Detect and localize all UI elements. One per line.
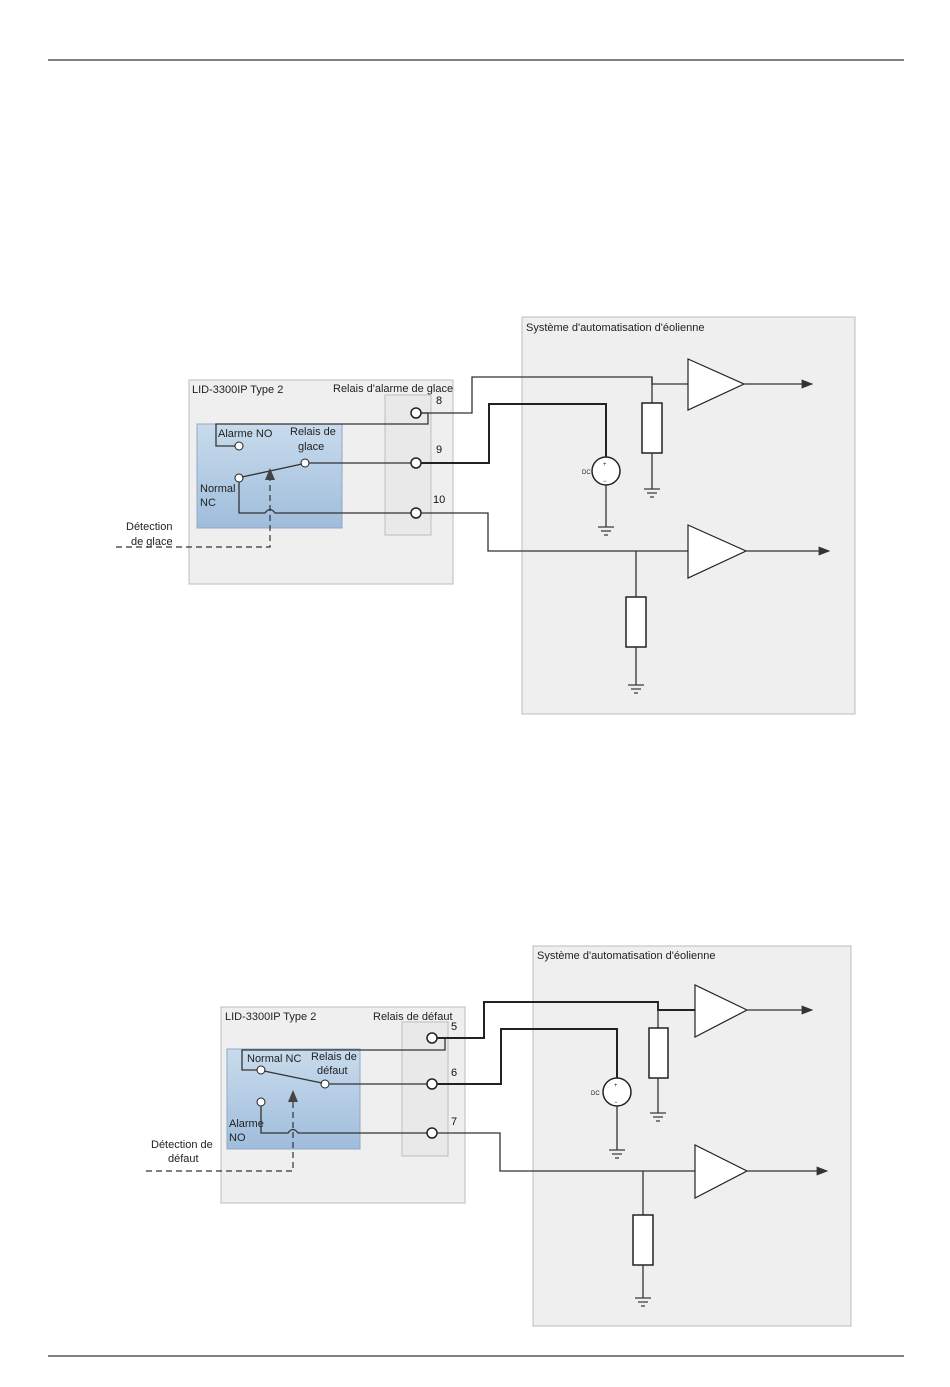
contact-no-line2-2: NO [229,1132,246,1144]
pin-label-6: 6 [451,1067,457,1079]
diagram-ice-alarm: Système d'automatisation d'éolienne LID-… [116,317,855,714]
dc2-plus: + [614,1083,618,1089]
terminal-5 [427,1033,437,1043]
resistor-1 [642,403,662,453]
device-title: LID-3300IP Type 2 [192,384,283,396]
device-title-2: LID-3300IP Type 2 [225,1011,316,1023]
dc-label: DC [582,470,591,476]
contact-nc-line1: Normal [200,483,235,495]
system-title-2: Système d'automatisation d'éolienne [537,950,715,962]
resistor-3 [649,1028,668,1078]
detection-line1: Détection [126,521,172,533]
terminal-8 [411,408,421,418]
contact-nc-label-2: Normal NC [247,1053,301,1065]
relay-group-title-2: Relais de défaut [373,1011,453,1023]
pin-label-7: 7 [451,1116,457,1128]
contact-no-node-2 [257,1098,265,1106]
detection2-line1: Détection de [151,1139,213,1151]
relay-group-title: Relais d'alarme de glace [333,383,453,395]
relay2-common-node [321,1080,329,1088]
relay-common-node [301,459,309,467]
contact-no-node [235,442,243,450]
terminal-7 [427,1128,437,1138]
system-title: Système d'automatisation d'éolienne [526,322,704,334]
diagram-fault-relay: Système d'automatisation d'éolienne LID-… [146,946,851,1326]
terminal-strip [385,395,431,535]
resistor-2 [626,597,646,647]
contact-nc-node [235,474,243,482]
dc2-minus: − [614,1100,618,1106]
dc-minus: − [603,479,607,485]
contact-no-label: Alarme NO [218,428,273,440]
contact-nc-node-2 [257,1066,265,1074]
relay-label-line2: glace [298,441,324,453]
dc-plus: + [603,462,607,468]
pin-label-10: 10 [433,494,445,506]
pin-label-8: 8 [436,395,442,407]
pin-label-9: 9 [436,444,442,456]
terminal-6 [427,1079,437,1089]
terminal-9 [411,458,421,468]
detection-line2: de glace [131,536,173,548]
resistor-4 [633,1215,653,1265]
contact-nc-line2: NC [200,497,216,509]
relay2-label-line2: défaut [317,1065,348,1077]
relay-label-line1: Relais de [290,426,336,438]
terminal-10 [411,508,421,518]
terminal-strip-2 [402,1022,448,1156]
contact-no-line1-2: Alarme [229,1118,264,1130]
dc2-label: DC [591,1091,600,1097]
pin-label-5: 5 [451,1021,457,1033]
detection2-line2: défaut [168,1153,199,1165]
relay2-label-line1: Relais de [311,1051,357,1063]
